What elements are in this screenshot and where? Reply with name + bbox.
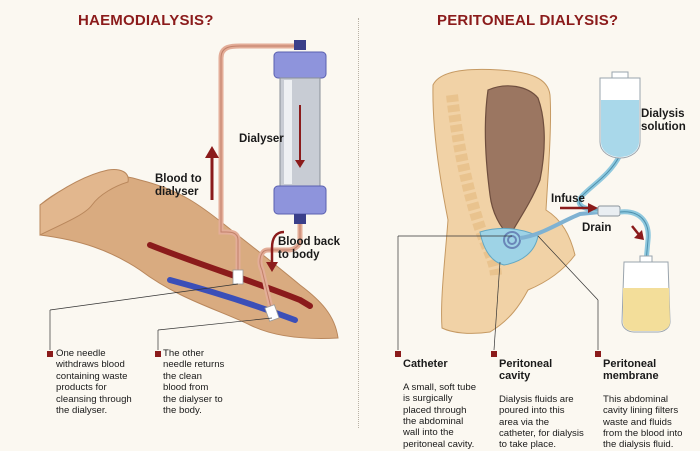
catheter-bullet (395, 351, 401, 357)
membrane-body: This abdominal cavity lining filters was… (603, 393, 683, 451)
blood-back-label: Blood back to body (278, 236, 340, 261)
dialysis-solution-label: Dialysis solution (641, 108, 686, 133)
panel-divider (358, 18, 359, 428)
peritoneal-dialysis-title: PERITONEAL DIALYSIS? (437, 12, 619, 29)
blood-to-dialyser-label: Blood to dialyser (155, 173, 202, 198)
artery-red (147, 242, 313, 309)
organ-section (484, 85, 545, 237)
vein-blue (167, 277, 298, 323)
haemodialysis-title: HAEMODIALYSIS? (78, 12, 214, 29)
cavity-bullet (491, 351, 497, 357)
note-1-text: One needle withdraws blood containing wa… (56, 348, 132, 417)
drain-label: Drain (582, 222, 612, 234)
needle-1 (232, 269, 244, 285)
membrane-title: Peritoneal membrane (603, 358, 659, 383)
catheter-caption: Catheter A small, soft tube is surgicall… (403, 347, 495, 450)
cavity-caption: Peritoneal cavity Dialysis fluids are po… (499, 347, 599, 451)
cavity-title: Peritoneal cavity (499, 358, 553, 383)
infuse-tube (576, 153, 623, 213)
drain-bag (621, 255, 671, 333)
dialyser-device (273, 40, 327, 224)
catheter-body: A small, soft tube is surgically placed … (403, 381, 477, 450)
note-1-bullet (47, 351, 53, 357)
dialyser-label: Dialyser (239, 133, 284, 145)
needle-2 (264, 304, 280, 322)
hand-illustration (39, 169, 129, 236)
note-2-text: The other needle returns the clean blood… (163, 348, 225, 417)
spine (446, 94, 502, 276)
dialysis-solution-bag (599, 71, 641, 159)
note-2-bullet (155, 351, 161, 357)
membrane-caption: Peritoneal membrane This abdominal cavit… (603, 347, 697, 451)
catheter-tube (519, 210, 601, 240)
infuse-label: Infuse (551, 193, 585, 205)
catheter-title: Catheter (403, 358, 448, 371)
membrane-bullet (595, 351, 601, 357)
cavity-body: Dialysis fluids are poured into this are… (499, 393, 584, 451)
drain-tube (619, 209, 651, 263)
